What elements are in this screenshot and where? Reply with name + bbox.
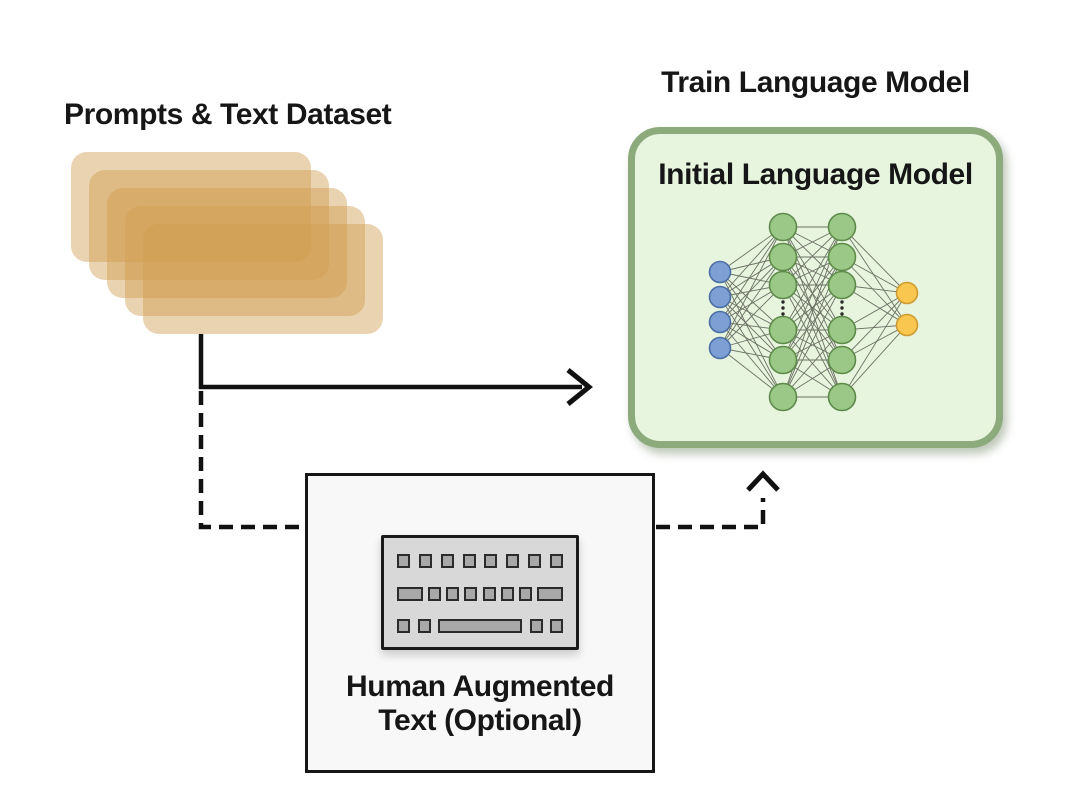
human-augmented-label: Human Augmented Text (Optional) xyxy=(308,670,652,738)
network-edge xyxy=(782,329,843,398)
train-model-label: Train Language Model xyxy=(661,66,970,99)
keyboard-key xyxy=(500,586,514,601)
keyboard-key xyxy=(418,554,432,568)
keyboard-key xyxy=(529,619,543,633)
hidden-layer-2-node xyxy=(827,382,857,412)
prompts-dataset-label: Prompts & Text Dataset xyxy=(64,98,392,131)
network-edge xyxy=(841,256,908,326)
neural-network-diagram xyxy=(708,212,919,412)
network-edge xyxy=(719,256,784,349)
network-edge xyxy=(782,256,843,361)
input-layer-node xyxy=(708,336,732,360)
network-edge xyxy=(841,226,908,294)
ellipsis-dot xyxy=(840,312,844,316)
keyboard-key xyxy=(428,586,442,601)
network-edge xyxy=(719,226,784,323)
keyboard-key xyxy=(464,586,478,601)
hidden-layer-1-node xyxy=(768,270,798,300)
keyboard-key xyxy=(438,619,522,633)
keyboard-key xyxy=(397,619,410,633)
network-edge xyxy=(719,226,784,298)
hidden-layer-2-node xyxy=(827,315,857,345)
keyboard-key xyxy=(446,586,460,601)
keyboard-key xyxy=(397,586,423,601)
keyboard-row xyxy=(397,586,563,601)
ellipsis-dot xyxy=(840,306,844,310)
hidden-layer-2-node xyxy=(827,212,857,242)
hidden-layer-1-node xyxy=(768,345,798,375)
network-edge xyxy=(719,226,784,349)
hidden-layer-1-node xyxy=(768,315,798,345)
network-edge xyxy=(719,284,784,349)
network-edge xyxy=(782,284,843,361)
ellipsis-dot xyxy=(840,300,844,304)
initial-model-box: Initial Language Model xyxy=(628,127,1003,448)
ellipsis-dot xyxy=(781,306,785,310)
keyboard-key xyxy=(484,554,498,568)
output-layer-node xyxy=(895,281,919,305)
keyboard-key xyxy=(549,554,563,568)
keyboard-key xyxy=(440,554,454,568)
keyboard-key xyxy=(506,554,520,568)
network-edge xyxy=(841,324,908,398)
network-edge xyxy=(782,284,843,398)
dataset-card xyxy=(89,170,329,280)
keyboard-key xyxy=(482,586,496,601)
keyboard-row xyxy=(397,619,563,633)
dashed-arrow-to-human-box xyxy=(198,391,303,530)
keyboard-key xyxy=(518,586,532,601)
keyboard-icon xyxy=(381,535,579,650)
network-edge xyxy=(719,256,784,323)
keyboard-key xyxy=(528,554,542,568)
network-edge xyxy=(841,292,908,361)
hidden-layer-2-node xyxy=(827,242,857,272)
output-layer-node xyxy=(895,313,919,337)
dataset-card xyxy=(125,206,365,316)
network-edge xyxy=(719,321,784,398)
keyboard-key xyxy=(536,586,563,601)
card-stack xyxy=(71,152,391,337)
ellipsis-dot xyxy=(781,300,785,304)
keyboard-key xyxy=(462,554,476,568)
up-arrowhead-icon xyxy=(746,470,780,492)
dataset-card xyxy=(107,188,347,298)
network-edge xyxy=(782,226,843,331)
keyboard-key xyxy=(397,554,410,568)
network-edge xyxy=(719,296,784,398)
keyboard-key xyxy=(550,619,563,633)
hidden-layer-1-node xyxy=(768,382,798,412)
input-layer-node xyxy=(708,285,732,309)
human-augmented-box: Human Augmented Text (Optional) xyxy=(305,473,655,773)
input-layer-node xyxy=(708,310,732,334)
keyboard-row xyxy=(397,554,563,568)
ellipsis-dot xyxy=(781,312,785,316)
hidden-layer-2-node xyxy=(827,270,857,300)
human-augmented-label-line1: Human Augmented xyxy=(346,670,614,703)
hidden-layer-2-node xyxy=(827,345,857,375)
right-arrowhead-icon xyxy=(566,368,593,406)
dataset-card xyxy=(143,224,383,334)
human-augmented-label-line2: Text (Optional) xyxy=(378,704,582,737)
keyboard-key xyxy=(417,619,431,633)
dashed-arrow-to-model xyxy=(656,498,766,530)
hidden-layer-1-node xyxy=(768,242,798,272)
network-edge xyxy=(841,292,908,398)
input-layer-node xyxy=(708,260,732,284)
dataset-card xyxy=(71,152,311,262)
network-edge xyxy=(841,226,908,326)
initial-model-label: Initial Language Model xyxy=(658,158,973,191)
network-edge xyxy=(719,296,784,361)
hidden-layer-1-node xyxy=(768,212,798,242)
